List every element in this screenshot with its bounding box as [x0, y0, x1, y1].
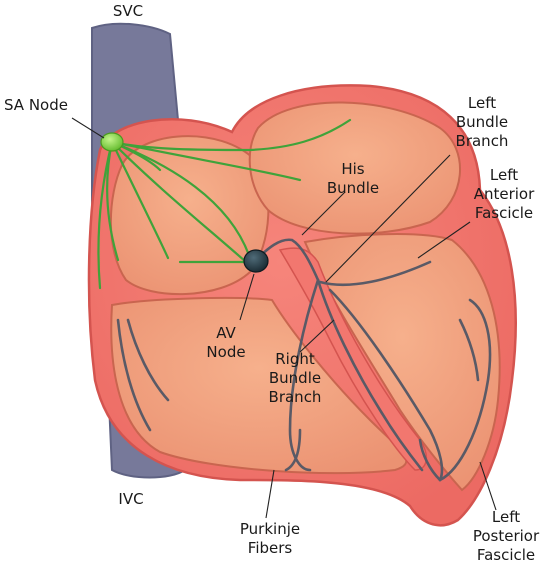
ivc-label: IVC	[118, 490, 144, 508]
left-posterior-fascicle-label-line: Left	[491, 508, 521, 526]
purkinje-fibers-label-line: Fibers	[247, 539, 293, 557]
leader-lines	[71, 117, 497, 519]
left-bundle-branch-label-line: Bundle	[455, 113, 509, 131]
left-posterior-fascicle-label: Left Posterior Fascicle	[464, 508, 548, 565]
right-atrium	[109, 135, 270, 296]
sa-node	[100, 132, 124, 152]
right-bundle-branch-label-line: Right	[275, 350, 315, 368]
purkinje-fibers-label: Purkinje Fibers	[232, 520, 308, 558]
left-bundle-branch-label-line: Left	[467, 94, 497, 112]
left-ventricle	[303, 233, 501, 492]
purkinje-fibers-label-line: Purkinje	[239, 520, 301, 538]
interventricular-septum	[278, 247, 427, 471]
left-anterior-fascicle-label-line: Anterior	[473, 185, 535, 203]
left-bundle-branch-label: Left Bundle Branch	[446, 94, 518, 151]
right-bundle-branch-label-line: Branch	[268, 388, 322, 406]
his-bundle-label-line: Bundle	[326, 179, 380, 197]
right-bundle-branch-label: Right Bundle Branch	[258, 350, 332, 407]
av-node-label: AV Node	[198, 324, 254, 362]
left-anterior-fascicle-label-line: Fascicle	[474, 204, 534, 222]
left-posterior-fascicle-label-line: Fascicle	[476, 546, 536, 564]
right-bundle-branch-label-line: Bundle	[268, 369, 322, 387]
svc-label: SVC	[112, 2, 144, 20]
av-node	[243, 249, 269, 273]
his-bundle-label-line: His	[341, 160, 365, 178]
left-posterior-fascicle-label-line: Posterior	[472, 527, 540, 545]
left-anterior-fascicle-label-line: Left	[489, 166, 519, 184]
left-anterior-fascicle-label: Left Anterior Fascicle	[464, 166, 544, 223]
internodal-pathways	[97, 118, 352, 290]
av-node-label-line: Node	[206, 343, 246, 361]
left-bundle-branch-label-line: Branch	[455, 132, 509, 150]
left-atrium	[248, 101, 461, 235]
av-node-label-line: AV	[216, 324, 236, 342]
his-bundle-label: His Bundle	[318, 160, 388, 198]
sa-node-label: SA Node	[4, 96, 68, 114]
conduction-fibers	[116, 238, 492, 482]
